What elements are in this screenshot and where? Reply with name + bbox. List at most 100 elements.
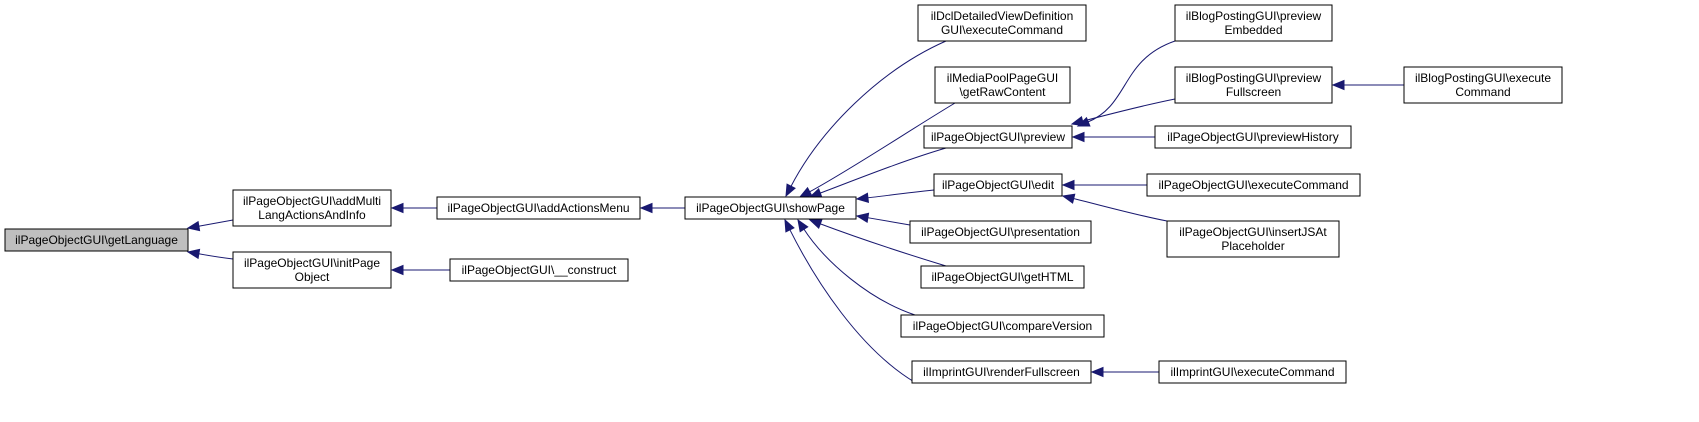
node-page-execute[interactable]: ilPageObjectGUI\executeCommand	[1146, 173, 1361, 197]
node-media-pool-raw[interactable]: ilMediaPoolPageGUI\getRawContent	[934, 66, 1071, 104]
node-preview[interactable]: ilPageObjectGUI\preview	[923, 125, 1073, 149]
node-imprint-execute[interactable]: ilImprintGUI\executeCommand	[1158, 360, 1347, 384]
edge-dcl-execute-to-show-page	[790, 40, 947, 188]
node-label: Placeholder	[1221, 239, 1284, 253]
arrowhead-icon	[784, 218, 795, 233]
node-dcl-execute[interactable]: ilDclDetailedViewDefinitionGUI\executeCo…	[917, 4, 1087, 42]
node-get-language[interactable]: ilPageObjectGUI\getLanguage	[4, 228, 189, 252]
node-label: GUI\executeCommand	[941, 23, 1063, 37]
node-construct[interactable]: ilPageObjectGUI\__construct	[449, 258, 629, 282]
arrowhead-icon	[808, 219, 823, 229]
node-get-html[interactable]: ilPageObjectGUI\getHTML	[920, 265, 1085, 289]
node-box	[933, 173, 1063, 197]
node-box	[900, 314, 1105, 338]
node-box	[923, 125, 1073, 149]
arrowhead-icon	[1331, 79, 1345, 91]
node-box	[1174, 66, 1333, 104]
node-edit[interactable]: ilPageObjectGUI\edit	[933, 173, 1063, 197]
node-box	[4, 228, 189, 252]
node-box	[1146, 173, 1361, 197]
node-label: ilMediaPoolPageGUI	[947, 71, 1058, 85]
arrowhead-icon	[390, 264, 404, 276]
node-box	[436, 196, 641, 220]
node-box	[684, 196, 857, 220]
node-label: ilPageObjectGUI\showPage	[696, 201, 845, 215]
arrowhead-icon	[855, 192, 870, 203]
node-box	[934, 66, 1071, 104]
node-add-multi-lang[interactable]: ilPageObjectGUI\addMultiLangActionsAndIn…	[232, 189, 392, 227]
node-compare-version[interactable]: ilPageObjectGUI\compareVersion	[900, 314, 1105, 338]
node-label: ilPageObjectGUI\initPage	[244, 256, 380, 270]
arrowhead-icon	[1071, 131, 1085, 143]
node-box	[232, 189, 392, 227]
arrowhead-icon	[390, 202, 404, 214]
node-label: ilPageObjectGUI\addActionsMenu	[447, 201, 629, 215]
node-label: ilPageObjectGUI\insertJSAt	[1179, 225, 1327, 239]
arrowhead-icon	[186, 220, 201, 232]
edge-insert-js-to-edit	[1072, 197, 1168, 222]
node-label: ilPageObjectGUI\__construct	[462, 263, 617, 277]
arrowhead-icon	[186, 248, 201, 260]
node-box	[909, 220, 1092, 244]
node-box	[911, 360, 1092, 384]
node-label: ilPageObjectGUI\preview	[931, 130, 1065, 144]
node-label: ilPageObjectGUI\executeCommand	[1158, 178, 1348, 192]
arrowhead-icon	[1061, 193, 1076, 204]
edge-imprint-render-to-show-page	[789, 228, 917, 384]
node-label: ilBlogPostingGUI\execute	[1415, 71, 1551, 85]
node-imprint-render[interactable]: ilImprintGUI\renderFullscreen	[911, 360, 1092, 384]
node-label: ilPageObjectGUI\getLanguage	[15, 233, 178, 247]
node-label: \getRawContent	[959, 85, 1046, 99]
node-label: ilImprintGUI\executeCommand	[1170, 365, 1334, 379]
node-box	[1166, 220, 1340, 258]
nodes-layer: ilPageObjectGUI\getLanguage ilPageObjectG…	[4, 4, 1563, 384]
edge-blog-prev-embedded-to-preview	[1087, 40, 1176, 123]
node-label: ilPageObjectGUI\edit	[942, 178, 1055, 192]
node-box	[1158, 360, 1347, 384]
arrowhead-icon	[855, 212, 870, 223]
node-add-actions-menu[interactable]: ilPageObjectGUI\addActionsMenu	[436, 196, 641, 220]
node-label: ilDclDetailedViewDefinition	[931, 9, 1074, 23]
node-label: Fullscreen	[1226, 85, 1281, 99]
node-label: ilBlogPostingGUI\preview	[1186, 71, 1322, 85]
edge-get-html-to-show-page	[819, 223, 947, 267]
arrowhead-icon	[1061, 179, 1075, 191]
edge-add-multi-lang-to-get-language	[197, 219, 234, 227]
node-box	[1403, 66, 1563, 104]
node-label: Embedded	[1224, 23, 1282, 37]
edges-layer	[186, 40, 1404, 384]
node-label: ilPageObjectGUI\getHTML	[931, 270, 1073, 284]
node-label: ilPageObjectGUI\addMulti	[243, 194, 381, 208]
arrowhead-icon	[785, 183, 796, 198]
arrowhead-icon	[1090, 366, 1104, 378]
node-label: ilImprintGUI\renderFullscreen	[923, 365, 1080, 379]
node-show-page[interactable]: ilPageObjectGUI\showPage	[684, 196, 857, 220]
node-label: LangActionsAndInfo	[258, 208, 366, 222]
node-label: ilPageObjectGUI\compareVersion	[913, 319, 1092, 333]
node-label: ilPageObjectGUI\presentation	[921, 225, 1080, 239]
edge-presentation-to-show-page	[866, 217, 911, 226]
node-presentation[interactable]: ilPageObjectGUI\presentation	[909, 220, 1092, 244]
node-box	[449, 258, 629, 282]
node-label: Command	[1455, 85, 1510, 99]
arrowhead-icon	[798, 186, 813, 198]
edge-blog-prev-fullscreen-to-preview	[1081, 98, 1176, 122]
node-box	[232, 251, 392, 289]
node-box	[1154, 125, 1352, 149]
arrowhead-icon	[1070, 116, 1085, 127]
edge-edit-to-show-page	[866, 189, 935, 199]
node-preview-history[interactable]: ilPageObjectGUI\previewHistory	[1154, 125, 1352, 149]
arrowhead-icon	[797, 218, 809, 233]
edge-media-pool-raw-to-show-page	[808, 102, 956, 193]
node-label: ilPageObjectGUI\previewHistory	[1167, 130, 1338, 144]
edge-preview-to-show-page	[819, 147, 947, 194]
node-box	[1174, 4, 1333, 42]
node-blog-execute[interactable]: ilBlogPostingGUI\executeCommand	[1403, 66, 1563, 104]
arrowhead-icon	[639, 202, 653, 214]
node-label: Object	[295, 270, 330, 284]
